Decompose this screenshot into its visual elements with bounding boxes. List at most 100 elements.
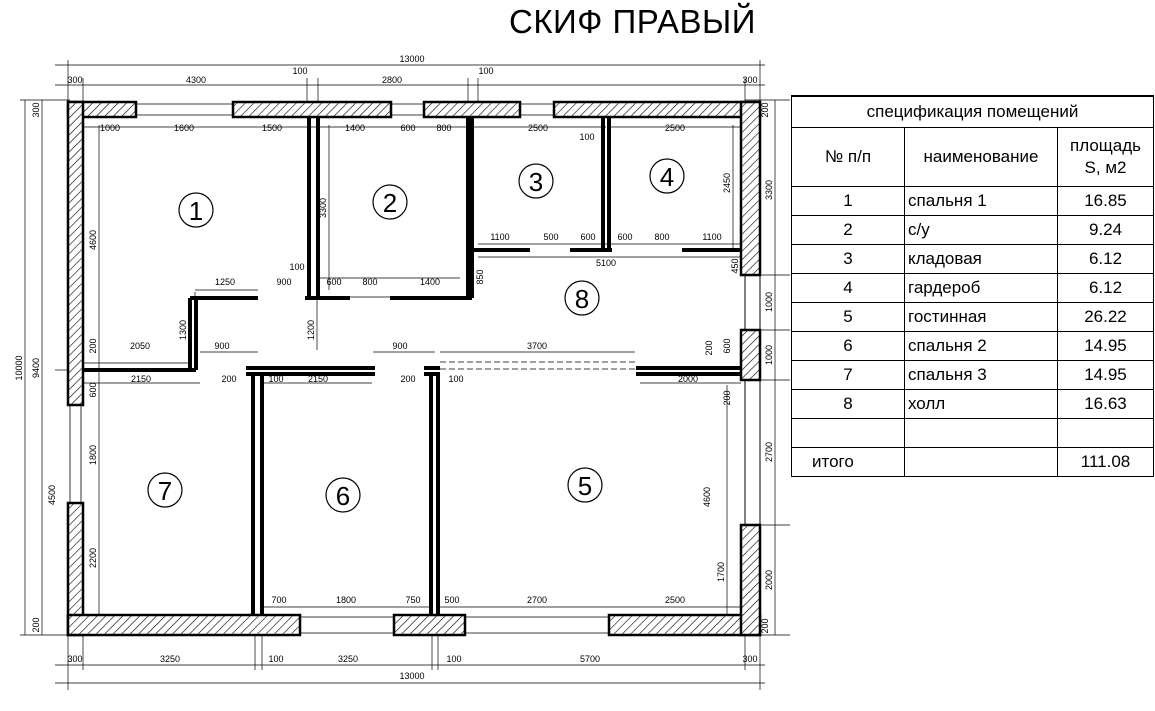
dim-label: 450 [730, 258, 740, 273]
dim-label: 100 [268, 654, 283, 664]
dim-label: 100 [579, 132, 594, 142]
table-row-empty [791, 418, 1154, 448]
row-area: 14.95 [1057, 360, 1154, 390]
dim-label: 2150 [131, 374, 151, 384]
dim-label: 500 [543, 232, 558, 242]
dim-label: 13000 [399, 671, 424, 681]
room-markers [147, 158, 685, 513]
table-row-total: итого 111.08 [791, 447, 1154, 477]
room-spec-table: спецификация помещений № п/п наименовани… [791, 95, 1154, 477]
total-area: 111.08 [1057, 447, 1154, 477]
spec-caption: спецификация помещений [791, 95, 1154, 128]
row-name: кладовая [904, 244, 1058, 274]
dim-label: 200 [760, 618, 770, 633]
dim-label: 2700 [527, 595, 547, 605]
dim-label: 100 [292, 66, 307, 76]
dim-label: 1500 [262, 123, 282, 133]
row-name: холл [904, 389, 1058, 419]
dim-label: 2150 [308, 374, 328, 384]
room-number: 7 [158, 476, 172, 506]
dim-label: 1800 [88, 445, 98, 465]
row-area: 16.63 [1057, 389, 1154, 419]
dim-label: 600 [580, 232, 595, 242]
row-num: 1 [791, 186, 905, 216]
dim-label: 1600 [174, 123, 194, 133]
dim-label: 4600 [702, 487, 712, 507]
dim-label: 200 [760, 102, 770, 117]
dim-label: 4300 [186, 75, 206, 85]
dim-label: 300 [31, 102, 41, 117]
row-num: 8 [791, 389, 905, 419]
dim-label: 2500 [665, 123, 685, 133]
dim-label: 300 [742, 654, 757, 664]
spec-header-num: № п/п [791, 127, 905, 187]
dim-label: 200 [722, 390, 732, 405]
dim-label: 2700 [764, 442, 774, 462]
room-number: 2 [383, 188, 397, 218]
row-name: спальня 1 [904, 186, 1058, 216]
row-num: 6 [791, 331, 905, 361]
row-num: 7 [791, 360, 905, 390]
dim-label: 2500 [665, 595, 685, 605]
spec-header-name: наименование [904, 127, 1058, 187]
row-area: 16.85 [1057, 186, 1154, 216]
dim-label: 100 [448, 374, 463, 384]
dim-label: 100 [268, 374, 283, 384]
dim-label: 2000 [764, 570, 774, 590]
dim-label: 200 [31, 617, 41, 632]
row-area: 14.95 [1057, 331, 1154, 361]
dim-label: 600 [88, 382, 98, 397]
dim-label: 1400 [345, 123, 365, 133]
vertical-dimension-labels: 10000 9400 300 4600 200 600 1800 4500 2 2… [14, 102, 774, 633]
dim-label: 100 [446, 654, 461, 664]
dim-label: 750 [405, 595, 420, 605]
dim-label: 300 [67, 654, 82, 664]
dim-label: 600 [722, 338, 732, 353]
row-name: гостинная [904, 302, 1058, 332]
dim-label: 4500 [47, 485, 57, 505]
dim-label: 10000 [14, 355, 24, 380]
partitions [83, 117, 741, 615]
room-number: 6 [336, 481, 350, 511]
dim-label: 3300 [318, 198, 328, 218]
row-num: 5 [791, 302, 905, 332]
row-area: 6.12 [1057, 244, 1154, 274]
row-area: 9.24 [1057, 215, 1154, 245]
dim-label: 13000 [399, 54, 424, 64]
dim-label: 4600 [88, 230, 98, 250]
dim-label: 1250 [215, 277, 235, 287]
dim-label: 700 [271, 595, 286, 605]
dim-label: 900 [214, 341, 229, 351]
dim-label: 1700 [716, 562, 726, 582]
row-num: 2 [791, 215, 905, 245]
plan-title: СКИФ ПРАВЫЙ [508, 3, 756, 40]
row-num: 4 [791, 273, 905, 303]
dim-label: 100 [289, 262, 304, 272]
room-numbers: 1 2 3 4 5 6 7 8 [158, 162, 674, 511]
dim-label: 800 [362, 277, 377, 287]
row-area: 26.22 [1057, 302, 1154, 332]
dim-label: 2050 [130, 341, 150, 351]
dim-label: 2450 [722, 173, 732, 193]
dim-label: 100 [478, 66, 493, 76]
dim-label: 300 [67, 75, 82, 85]
dim-label: 200 [400, 374, 415, 384]
dimension-labels: 13000 300 4300 100 2800 100 300 1000 160… [67, 54, 757, 681]
row-area: 6.12 [1057, 273, 1154, 303]
dim-label: 600 [326, 277, 341, 287]
spec-header-area: площадь S, м2 [1057, 127, 1154, 187]
room-number: 3 [529, 167, 543, 197]
dim-label: 1300 [178, 320, 188, 340]
room-number: 5 [578, 471, 592, 501]
dim-label: 3700 [527, 341, 547, 351]
dim-label: 9400 [31, 358, 41, 378]
room-number: 8 [575, 284, 589, 314]
dim-label: 5700 [580, 654, 600, 664]
dim-label: 600 [400, 123, 415, 133]
row-num: 3 [791, 244, 905, 274]
